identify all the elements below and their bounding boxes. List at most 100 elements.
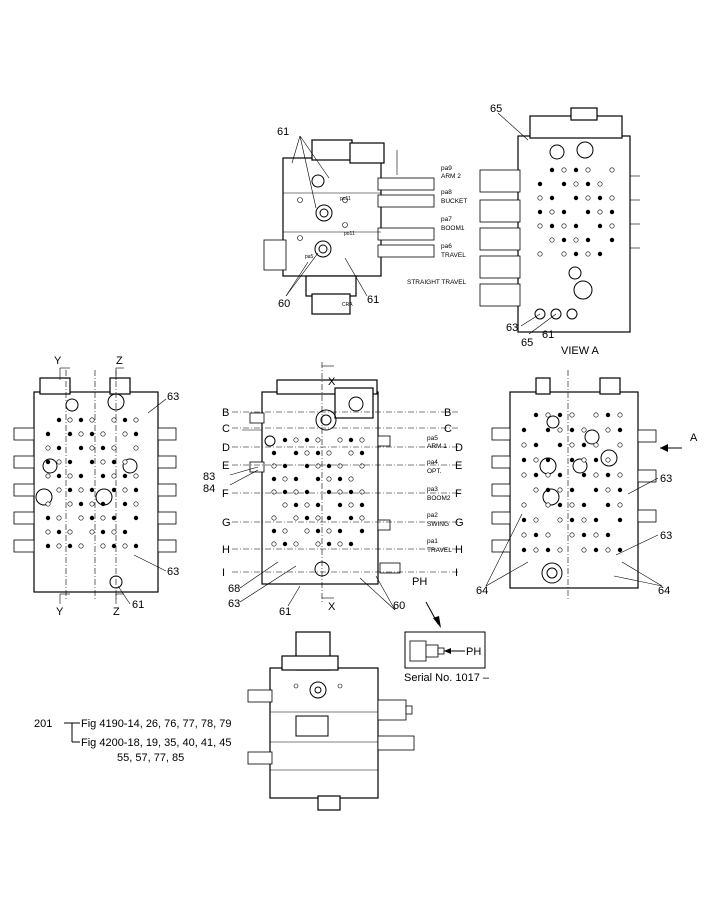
bolt-hole-icon <box>122 529 128 535</box>
bolt-hole-icon <box>609 195 615 201</box>
bolt-hole-icon <box>557 427 563 433</box>
bolt-hole-icon <box>585 167 591 173</box>
bolt-hole-icon <box>271 528 277 534</box>
bolt-hole-icon <box>537 223 543 229</box>
bolt-hole-icon <box>549 223 555 229</box>
port-label-arm1: ARM 1 <box>427 443 447 450</box>
bolt-hole-icon <box>133 431 139 437</box>
bolt-hole-icon <box>521 472 527 478</box>
bolt-hole-icon <box>593 487 599 493</box>
bolt-hole-icon <box>271 541 277 547</box>
port-label-travel-front: TRAVEL <box>427 547 452 554</box>
callout-60-top: 60 <box>278 298 290 310</box>
port-pa3: pa3 <box>427 486 438 493</box>
bolt-hole-icon <box>557 487 563 493</box>
bolt-hole-icon <box>573 223 579 229</box>
bolt-hole-icon <box>67 459 73 465</box>
bolt-hole-icon <box>133 543 139 549</box>
ph-label-inset: PH <box>466 646 481 658</box>
bolt-hole-icon <box>569 457 575 463</box>
callout-64-b: 64 <box>658 585 670 597</box>
bolt-hole-icon <box>45 529 51 535</box>
bolt-hole-icon <box>557 547 563 553</box>
svg-text:po11: po11 <box>340 196 351 202</box>
bolt-hole-icon <box>133 487 139 493</box>
callout-63-right-b: 63 <box>660 530 672 542</box>
bolt-hole-icon <box>348 515 354 521</box>
callout-201: 201 <box>34 718 52 730</box>
bolt-hole-icon <box>609 167 615 173</box>
bolt-hole-icon <box>545 547 551 553</box>
bolt-hole-icon <box>271 476 277 482</box>
bolt-hole-icon <box>617 472 623 478</box>
bolt-hole-icon <box>593 547 599 553</box>
bolt-hole-icon <box>337 437 343 443</box>
bolt-hole-icon <box>549 209 555 215</box>
bolt-hole-icon <box>533 547 539 553</box>
svg-text:CRA: CRA <box>342 302 353 308</box>
bolt-hole-icon <box>78 515 84 521</box>
bolt-hole-icon <box>326 450 332 456</box>
bolt-hole-icon <box>549 167 555 173</box>
bolt-hole-icon <box>89 445 95 451</box>
bolt-hole-icon <box>315 476 321 482</box>
callout-61-va: 61 <box>542 329 554 341</box>
bolt-hole-icon <box>348 476 354 482</box>
bolt-hole-icon <box>45 473 51 479</box>
bolt-hole-icon <box>557 517 563 523</box>
callout-61-mid: 61 <box>279 606 291 618</box>
bolt-hole-icon <box>293 541 299 547</box>
bolt-hole-icon <box>557 472 563 478</box>
bolt-hole-icon <box>89 529 95 535</box>
port-pa4: pa4 <box>427 459 438 466</box>
svg-text:pa5: pa5 <box>305 254 314 260</box>
svg-text:H: H <box>222 544 230 556</box>
port-label-bucket: BUCKET <box>441 198 467 205</box>
serial-note: Serial No. 1017 – <box>404 672 490 684</box>
bolt-hole-icon <box>605 457 611 463</box>
bolt-hole-icon <box>549 237 555 243</box>
bolt-hole-icon <box>337 476 343 482</box>
port-label-boom1: BOOM1 <box>441 225 465 232</box>
callout-60-mid: 60 <box>393 600 405 612</box>
bolt-hole-icon <box>521 427 527 433</box>
section-letters-left: B C D E F G H I <box>222 407 231 579</box>
port-label-arm2: ARM 2 <box>441 173 461 180</box>
bolt-hole-icon <box>605 547 611 553</box>
view-a <box>479 107 640 335</box>
bolt-hole-icon <box>569 532 575 538</box>
bolt-hole-icon <box>537 195 543 201</box>
bolt-hole-icon <box>67 431 73 437</box>
bolt-hole-icon <box>67 501 73 507</box>
svg-text:E: E <box>455 460 462 472</box>
bolt-hole-icon <box>581 457 587 463</box>
bolt-hole-icon <box>609 237 615 243</box>
bolt-hole-icon <box>561 237 567 243</box>
bolt-hole-icon <box>617 517 623 523</box>
bolt-hole-icon <box>78 473 84 479</box>
callout-63-left-a: 63 <box>167 391 179 403</box>
bolt-hole-icon <box>359 515 365 521</box>
bolt-hole-icon <box>122 501 128 507</box>
bolt-hole-icon <box>605 502 611 508</box>
bolt-hole-icon <box>293 450 299 456</box>
bolt-hole-icon <box>282 541 288 547</box>
bolt-hole-icon <box>315 463 321 469</box>
bolt-hole-icon <box>521 457 527 463</box>
bolt-hole-icon <box>605 412 611 418</box>
bolt-hole-icon <box>359 450 365 456</box>
bolt-hole-icon <box>45 501 51 507</box>
bolt-hole-icon <box>593 412 599 418</box>
bolt-hole-icon <box>304 437 310 443</box>
right-view <box>485 370 682 600</box>
bolt-hole-icon <box>282 502 288 508</box>
bolt-hole-icon <box>521 502 527 508</box>
bolt-hole-icon <box>111 529 117 535</box>
bolt-hole-icon <box>569 487 575 493</box>
view-a-title: VIEW A <box>561 345 600 357</box>
bolt-hole-icon <box>617 547 623 553</box>
port-pa8: pa8 <box>441 189 452 196</box>
bolt-hole-icon <box>569 517 575 523</box>
bolt-hole-icon <box>561 223 567 229</box>
port-label-swing: SWING <box>427 521 449 528</box>
